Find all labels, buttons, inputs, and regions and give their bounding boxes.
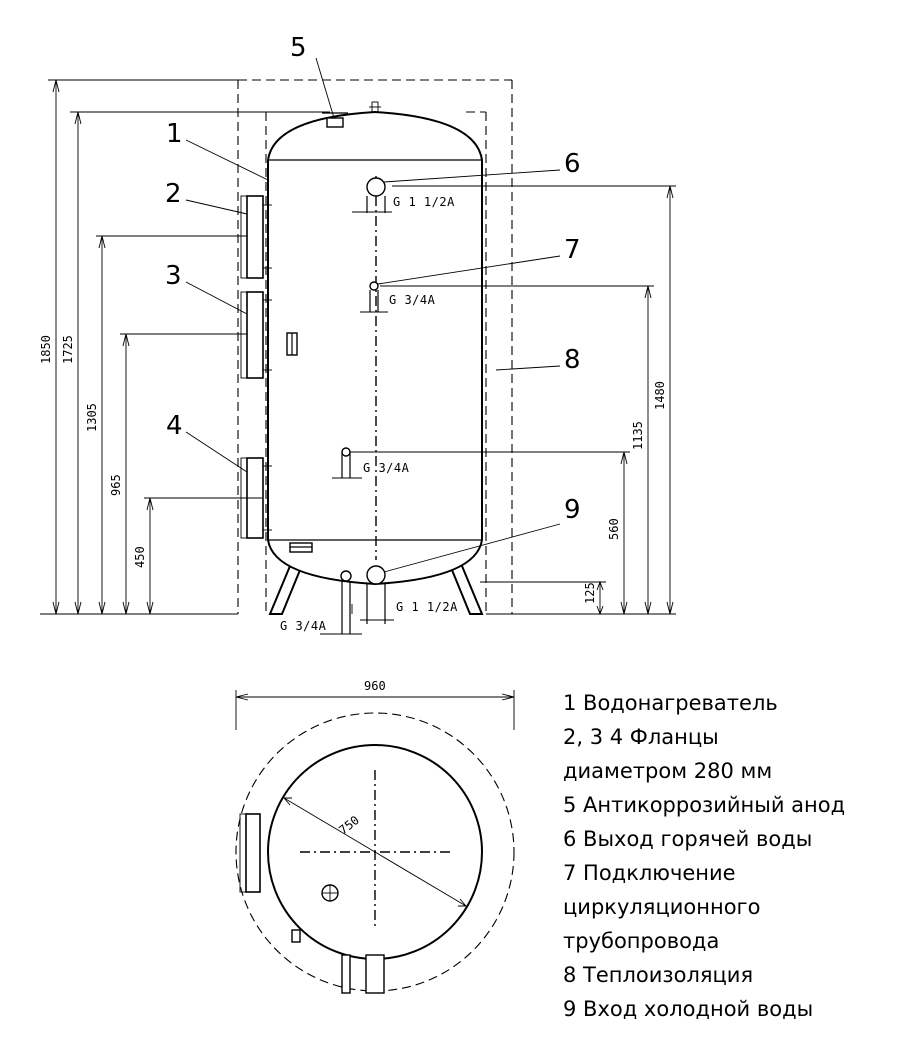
dim-1135: 1135 [631,421,645,450]
legend-item: диаметром 280 мм [563,759,773,783]
callout-9: 9 [564,495,581,525]
dim-450: 450 [133,546,147,568]
tank-body [267,110,484,615]
dim-1305: 1305 [85,403,99,432]
hot-water-outlet [366,177,386,213]
thread-label-hot-out: G 1 1/2A [393,195,455,209]
callout-5: 5 [290,33,307,63]
thread-label-side-port: G 3/4A [363,461,410,475]
callout-8: 8 [564,345,581,375]
dim-125: 125 [583,582,597,604]
thread-label-cold-in: G 1 1/2A [396,600,458,614]
dim-1480: 1480 [653,381,667,410]
legend: 1 Водонагреватель 2, 3 4 Фланцы диаметро… [563,686,893,1026]
callout-1: 1 [166,119,183,149]
callout-4: 4 [166,411,183,441]
callout-6: 6 [564,149,581,179]
flange-3 [240,291,272,379]
top-view: 960 750 [235,679,515,994]
right-dimensions: 1480 1135 560 125 [350,185,676,616]
legend-item: 5 Антикоррозийный анод [563,793,846,817]
callouts: 5 1 2 3 4 6 7 8 9 [165,33,581,573]
legend-item: 9 Вход холодной воды [563,997,814,1021]
bottom-port [340,570,352,634]
thread-label-circulation: G 3/4A [389,293,436,307]
anode [322,101,381,128]
legend-item: циркуляционного [563,895,761,919]
thread-labels: G 1 1/2A G 3/4A G 3/4A G 1 1/2A G 3/4A [280,195,458,635]
legend-item: 7 Подключение [563,861,736,885]
dim-560: 560 [607,518,621,540]
dim-965: 965 [109,474,123,496]
dim-750: 750 [336,813,362,837]
legend-item: 1 Водонагреватель [563,691,778,715]
left-dimensions: 1850 1725 1305 965 450 [39,79,330,615]
legend-item: 8 Теплоизоляция [563,963,754,987]
callout-3: 3 [165,261,182,291]
callout-2: 2 [165,179,182,209]
flange-2 [240,195,272,279]
callout-7: 7 [564,235,581,265]
legend-item: 2, 3 4 Фланцы [563,725,719,749]
legend-item: 6 Выход горячей воды [563,827,813,851]
side-port [341,447,351,478]
dim-1725: 1725 [61,335,75,364]
legend-item: трубопровода [563,929,720,953]
dim-1850: 1850 [39,335,53,364]
insulation-outline [237,79,513,614]
thread-label-bottom-port: G 3/4A [280,619,327,633]
dim-960: 960 [364,679,386,693]
circulation-port [369,281,379,312]
cold-water-inlet [366,565,386,624]
